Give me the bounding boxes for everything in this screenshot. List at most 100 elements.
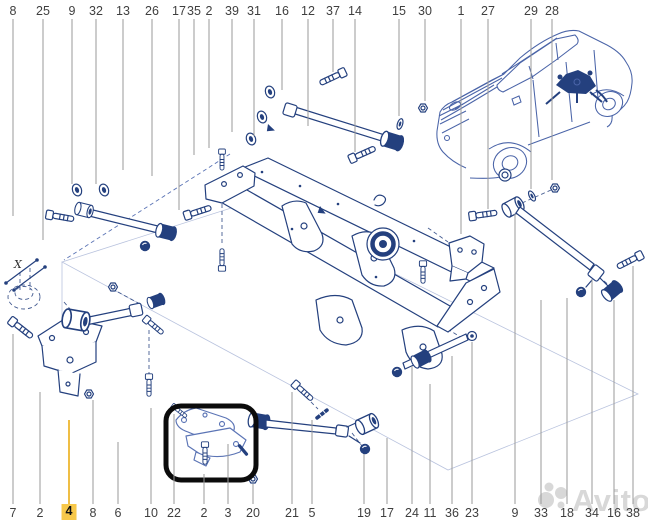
part-callout-top-12[interactable]: 12: [301, 4, 315, 18]
vehicle-illustration: [436, 29, 633, 179]
part-callout-top-13[interactable]: 13: [116, 4, 130, 18]
nut: [549, 183, 561, 193]
bolt: [44, 209, 76, 225]
bushing: [73, 201, 95, 219]
part-callout-bottom-21[interactable]: 21: [285, 506, 299, 520]
part-callout-top-28[interactable]: 28: [545, 4, 559, 18]
bolt: [467, 207, 498, 222]
part-callout-bottom-9[interactable]: 9: [511, 506, 519, 520]
part-callout-bottom-38[interactable]: 38: [626, 506, 640, 520]
part-callout-bottom-16[interactable]: 16: [607, 506, 621, 520]
part-callout-top-25[interactable]: 25: [36, 4, 50, 18]
bushing: [255, 109, 269, 125]
part-selection-highlight-box: [163, 403, 259, 483]
part-callout-top-35[interactable]: 35: [187, 4, 201, 18]
rear-wheel: [594, 91, 624, 117]
part-callout-bottom-2[interactable]: 2: [36, 506, 44, 520]
part-callout-bottom-2[interactable]: 2: [200, 506, 208, 520]
part-callout-bottom-6[interactable]: 6: [114, 506, 122, 520]
avito-watermark: Avito: [538, 482, 648, 518]
left-lateral-arm: [44, 182, 213, 292]
bushing: [70, 182, 84, 198]
cable-hook: [373, 194, 387, 207]
nut: [107, 282, 119, 292]
part-callout-bottom-22[interactable]: 22: [167, 506, 181, 520]
part-callout-bottom-11[interactable]: 11: [423, 506, 437, 520]
part-callout-bottom-18[interactable]: 18: [560, 506, 574, 520]
ball-nut: [139, 240, 151, 252]
bolt: [346, 143, 378, 165]
part-callout-top-37[interactable]: 37: [326, 4, 340, 18]
bushing: [153, 222, 179, 242]
part-callout-top-32[interactable]: 32: [89, 4, 103, 18]
part-callout-bottom-19[interactable]: 19: [357, 506, 371, 520]
part-callout-bottom-34[interactable]: 34: [585, 506, 599, 520]
frame-lower-plate: [315, 294, 363, 346]
spring-marker-label: X: [13, 258, 23, 271]
part-callout-bottom-23[interactable]: 23: [465, 506, 479, 520]
highlighted-bracket-part: [169, 402, 272, 484]
part-callout-bottom-36[interactable]: 36: [445, 506, 459, 520]
watermark-logo-dot: [538, 492, 554, 508]
part-callout-top-1[interactable]: 1: [457, 4, 465, 18]
bolt: [614, 249, 646, 272]
bolt: [217, 248, 227, 272]
bushing: [244, 131, 258, 147]
part-callout-top-8[interactable]: 8: [9, 4, 17, 18]
part-callout-top-16[interactable]: 16: [275, 4, 289, 18]
direction-arrow: [265, 124, 277, 135]
ball-nut: [391, 366, 403, 378]
bushing: [599, 278, 625, 304]
frame-gusset: [351, 231, 396, 287]
part-callout-top-17[interactable]: 17: [172, 4, 186, 18]
bushing: [352, 411, 382, 437]
part-callout-bottom-3[interactable]: 3: [224, 506, 232, 520]
upper-lateral-arm: [244, 66, 429, 165]
part-callout-bottom-20[interactable]: 20: [246, 506, 260, 520]
bolt: [144, 373, 154, 397]
right-bracket: [448, 235, 485, 282]
part-callout-top-26[interactable]: 26: [145, 4, 159, 18]
part-callout-bottom-10[interactable]: 10: [144, 506, 158, 520]
part-callout-bottom-33[interactable]: 33: [534, 506, 548, 520]
bushing: [145, 291, 167, 311]
part-callout-bottom-5[interactable]: 5: [308, 506, 316, 520]
bolt: [290, 379, 316, 404]
right-long-arm: [467, 168, 646, 304]
part-callout-top-27[interactable]: 27: [481, 4, 495, 18]
subframe: [204, 148, 501, 370]
bolt: [218, 148, 226, 171]
bushing: [59, 307, 93, 333]
leader-lines: [12, 19, 634, 505]
part-callout-bottom-17[interactable]: 17: [380, 506, 394, 520]
part-callout-top-29[interactable]: 29: [524, 4, 538, 18]
diagonal-link: [391, 330, 478, 378]
part-callout-top-9[interactable]: 9: [68, 4, 76, 18]
bolt: [418, 260, 428, 284]
part-callout-bottom-4[interactable]: 4: [61, 504, 77, 520]
watermark-logo-dot: [555, 487, 567, 499]
bushing: [378, 129, 406, 153]
left-bracket-assembly: [6, 291, 167, 399]
nut: [83, 389, 95, 399]
part-callout-top-39[interactable]: 39: [225, 4, 239, 18]
part-callout-bottom-7[interactable]: 7: [9, 506, 17, 520]
watermark-text: Avito: [572, 483, 648, 518]
part-callout-top-30[interactable]: 30: [418, 4, 432, 18]
part-callout-top-15[interactable]: 15: [392, 4, 406, 18]
bolt: [141, 314, 166, 337]
lower-center-link: [265, 379, 382, 455]
highlighted-axle-in-car: [545, 70, 608, 105]
part-callout-bottom-24[interactable]: 24: [405, 506, 419, 520]
part-callout-top-2[interactable]: 2: [205, 4, 213, 18]
frame-gusset: [281, 200, 324, 253]
part-callout-top-14[interactable]: 14: [348, 4, 362, 18]
bolt: [182, 202, 213, 222]
part-callout-bottom-8[interactable]: 8: [89, 506, 97, 520]
watermark-logo-dot: [557, 501, 565, 509]
washer: [395, 117, 405, 131]
ball-nut: [359, 443, 371, 455]
part-callout-top-31[interactable]: 31: [247, 4, 261, 18]
